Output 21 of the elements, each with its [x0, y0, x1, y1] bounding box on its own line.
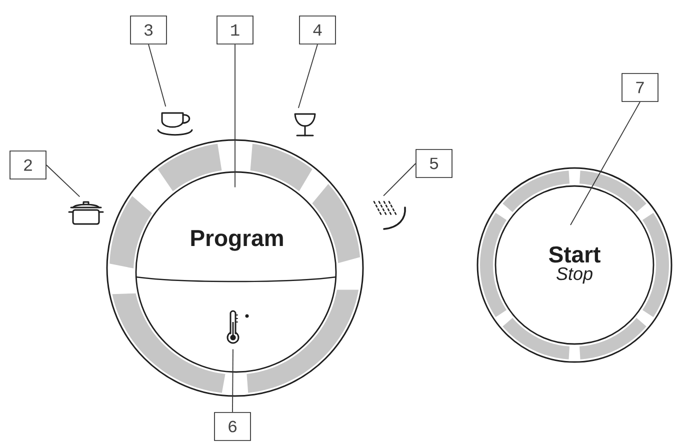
leader-line [46, 164, 80, 198]
program-dial: Program [106, 139, 364, 397]
start-stop-button: Start Stop [476, 167, 672, 363]
callout-number: 6 [214, 412, 251, 441]
leader-line [232, 348, 234, 413]
thermometer-icon [226, 310, 249, 344]
callout-number: 7 [622, 73, 658, 102]
spray-icon [373, 200, 406, 230]
cup-icon [157, 112, 193, 136]
leader-line [570, 101, 640, 226]
callout-number: 2 [10, 150, 46, 180]
glass-icon [294, 113, 316, 136]
callout-number: 1 [216, 16, 254, 44]
leader-line [383, 163, 416, 196]
callout-number: 3 [130, 16, 167, 44]
pot-icon [68, 201, 104, 225]
callout-number: 4 [299, 16, 336, 44]
leader-line [234, 44, 236, 188]
leader-line [298, 44, 318, 108]
callout-number: 5 [416, 149, 452, 178]
leader-line [148, 44, 166, 107]
